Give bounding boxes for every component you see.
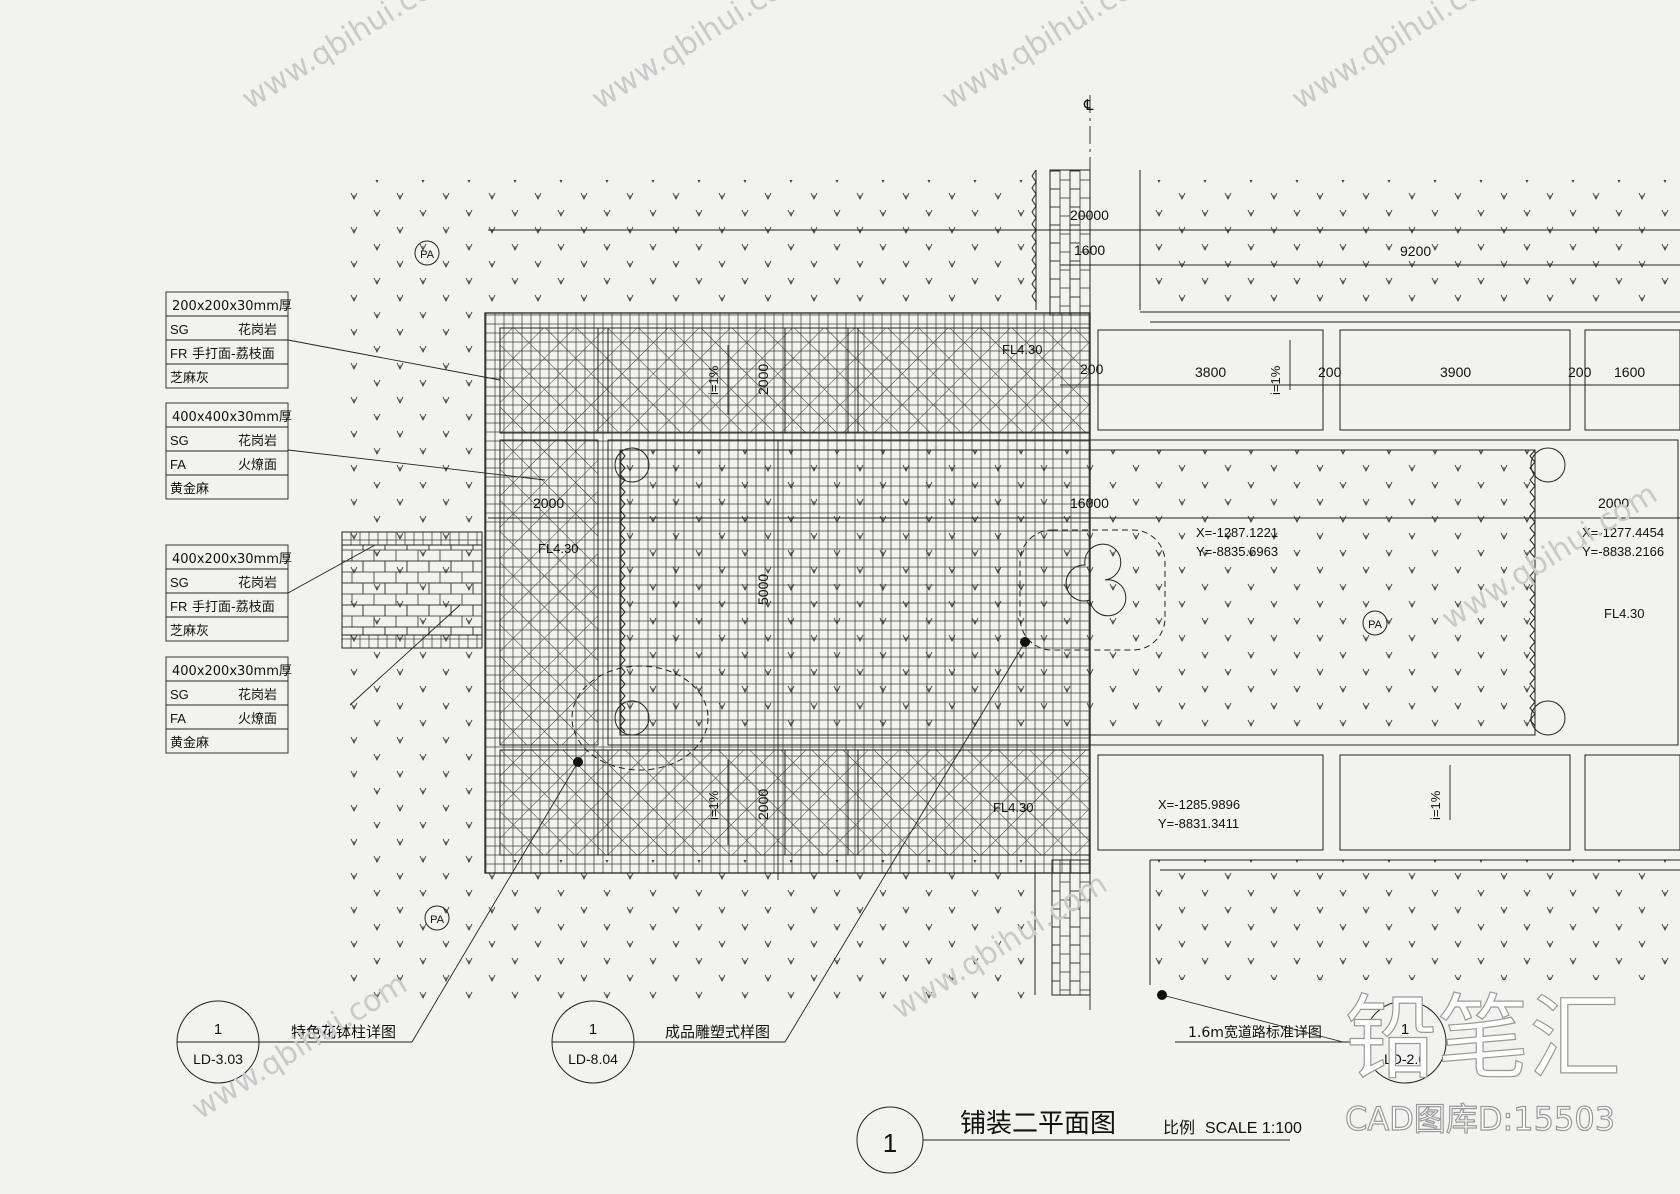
material-note-3: 400x200x30mm厚 SG 花岗岩 FR 手打面-荔枝面 芝麻灰: [170, 552, 292, 639]
dimension-1600-top: 1600: [1074, 242, 1105, 258]
label-1: SG: [170, 322, 189, 337]
drawing-title: 铺装二平面图: [960, 1109, 1116, 1139]
scale-value: SCALE 1:100: [1205, 1120, 1302, 1137]
main-plaza: [484, 312, 1679, 874]
label-3: FR: [170, 346, 187, 361]
label-7: SG: [170, 433, 189, 448]
label-4: 手打面-荔枝面: [192, 347, 275, 362]
slope-label-1: i=1%: [706, 365, 721, 395]
label-6: 400x400x30mm厚: [172, 410, 292, 425]
dimension-5000: 5000: [755, 574, 771, 605]
level-label-3: FL4.30: [1604, 606, 1644, 621]
coordinate-3-y: Y=-8831.3411: [1158, 816, 1239, 831]
dimension-200-b: 200: [1318, 364, 1342, 380]
label-2: 花岗岩: [238, 322, 277, 338]
coordinate-1-y: Y=-8835.6963: [1196, 544, 1278, 559]
material-note-2: 400x400x30mm厚 SG 花岗岩 FA 火燎面 黄金麻: [170, 410, 292, 497]
label-21: FA: [170, 711, 186, 726]
centerline-mark: ℄: [1083, 97, 1094, 114]
label-27: 1: [589, 1021, 597, 1038]
brand-watermark: 铅笔汇 CAD图库D:15503: [1344, 984, 1621, 1138]
label-26: 特色花钵柱详图: [291, 1023, 396, 1041]
area-tag-2: PA: [1368, 619, 1383, 631]
area-tag-1: PA: [420, 249, 435, 261]
label-16: 手打面-荔枝面: [192, 600, 275, 615]
scale-label: 比例: [1163, 1118, 1195, 1137]
dimension-2000-left: 2000: [533, 495, 564, 511]
south-path: [1034, 859, 1680, 996]
label-0: 200x200x30mm厚: [172, 299, 292, 314]
dimension-3800: 3800: [1195, 364, 1226, 380]
dimension-9200: 9200: [1400, 243, 1431, 259]
coordinate-3-x: X=-1285.9896: [1158, 797, 1240, 812]
level-label-1: FL4.30: [1002, 342, 1042, 357]
level-label-4: FL4.30: [993, 800, 1033, 815]
label-36: www.qbihui.com: [1286, 0, 1514, 117]
drawing-title-block: 1 铺装二平面图 比例 SCALE 1:100: [883, 1109, 1302, 1158]
label-12: 400x200x30mm厚: [172, 552, 292, 567]
detail-reference-bubbles: [176, 1000, 1447, 1174]
label-23: 黄金麻: [170, 735, 209, 751]
catalog-id: CAD图库D:15503: [1345, 1100, 1615, 1138]
dimension-lines: [488, 95, 1680, 1010]
label-32: 1.6m宽道路标准详图: [1188, 1024, 1322, 1041]
dimension-3900: 3900: [1440, 364, 1471, 380]
area-tag-3: PA: [430, 914, 445, 926]
label-17: 芝麻灰: [170, 623, 209, 639]
coordinate-2-y: Y=-8838.2166: [1582, 544, 1664, 559]
brand-logo-text: 铅笔汇: [1345, 985, 1621, 1092]
coordinate-1-x: X=-1287.1221: [1196, 525, 1278, 540]
label-9: FA: [170, 457, 186, 472]
label-13: SG: [170, 575, 189, 590]
label-34: www.qbihui.com: [586, 0, 814, 117]
slope-label-3: i=1%: [706, 790, 721, 820]
dimension-200-a: 200: [1080, 361, 1104, 377]
label-19: SG: [170, 687, 189, 702]
dimension-1600-right: 1600: [1614, 364, 1645, 380]
label-20: 花岗岩: [238, 687, 277, 703]
label-31: LD-2.0: [1384, 1051, 1426, 1067]
north-path: [1031, 169, 1680, 323]
dimension-2000-right: 2000: [1598, 495, 1629, 511]
label-29: 成品雕塑式样图: [665, 1023, 770, 1041]
east-paving: [1097, 329, 1680, 851]
detail-ref-2: 1 LD-8.04 成品雕塑式样图: [568, 1021, 770, 1067]
label-15: FR: [170, 599, 187, 614]
area-tags: [414, 240, 1388, 931]
label-30: 1: [1401, 1021, 1409, 1038]
detail-ref-3: 1 LD-2.0 1.6m宽道路标准详图: [1188, 1021, 1426, 1067]
label-35: www.qbihui.com: [936, 0, 1164, 117]
dimension-2000-top: 2000: [755, 364, 771, 395]
label-10: 火燎面: [238, 457, 277, 473]
slope-label-4: i=1%: [1428, 790, 1443, 820]
material-note-tables: [165, 291, 289, 754]
drawing-number: 1: [883, 1128, 897, 1158]
label-33: www.qbihui.com: [236, 0, 464, 117]
label-24: 1: [214, 1021, 222, 1038]
label-5: 芝麻灰: [170, 370, 209, 386]
label-28: LD-8.04: [568, 1051, 618, 1067]
dimension-2000-bottom: 2000: [755, 789, 771, 820]
label-18: 400x200x30mm厚: [172, 664, 292, 679]
material-note-4: 400x200x30mm厚 SG 花岗岩 FA 火燎面 黄金麻: [170, 664, 292, 751]
label-25: LD-3.03: [193, 1051, 243, 1067]
dimension-200-c: 200: [1568, 364, 1592, 380]
label-8: 花岗岩: [238, 433, 277, 449]
label-37: www.qbihui.com: [186, 966, 414, 1126]
slope-label-2: i=1%: [1268, 365, 1283, 395]
west-entry-paving: [341, 544, 483, 636]
coordinate-2-x: X=-1277.4454: [1582, 525, 1664, 540]
material-note-1: 200x200x30mm厚 SG 花岗岩 FR 手打面-荔枝面 芝麻灰: [170, 299, 292, 386]
detail-ref-1: 1 LD-3.03 特色花钵柱详图: [193, 1021, 396, 1067]
leader-lines: [287, 339, 1344, 1043]
dimension-16000: 16000: [1070, 495, 1109, 511]
label-14: 花岗岩: [238, 575, 277, 591]
label-11: 黄金麻: [170, 481, 209, 497]
label-22: 火燎面: [238, 711, 277, 727]
dimension-20000: 20000: [1070, 207, 1109, 223]
level-label-2: FL4.30: [538, 541, 578, 556]
